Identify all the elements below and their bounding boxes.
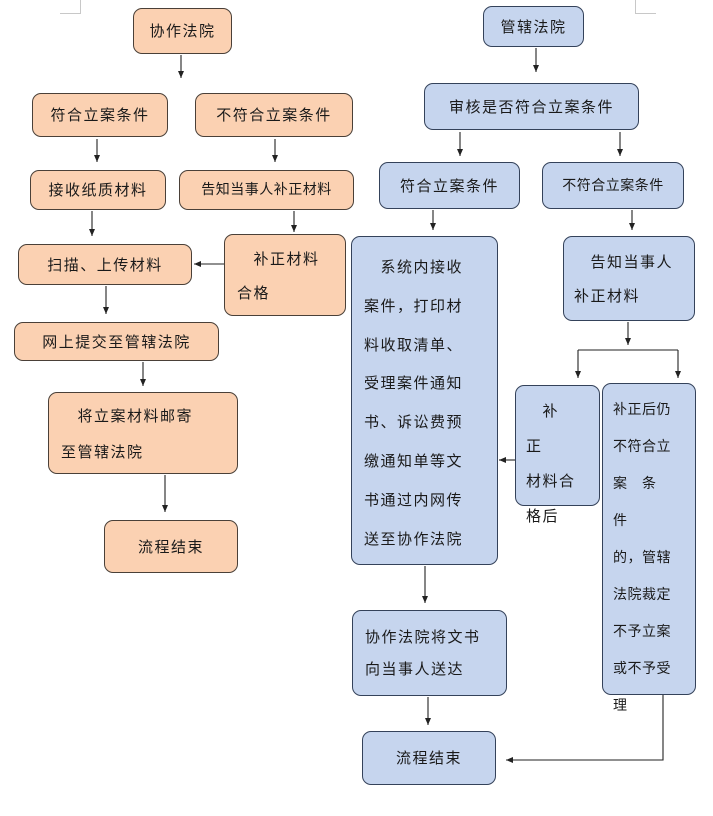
- node-right-system-receive-case: 系统内接收 案件，打印材 料收取清单、 受理案件通知 书、诉讼费预 缴通知单等文…: [351, 236, 498, 565]
- node-right-jurisdiction-court: 管辖法院: [483, 6, 584, 47]
- node-right-not-meets-conditions: 不符合立案条件: [542, 162, 684, 209]
- page-corner-mark-right: [635, 0, 656, 14]
- node-left-meets-conditions: 符合立案条件: [32, 93, 168, 137]
- node-right-meets-conditions: 符合立案条件: [379, 162, 520, 209]
- node-right-review-conditions: 审核是否符合立案条件: [424, 83, 639, 130]
- node-left-not-meets-conditions: 不符合立案条件: [195, 93, 353, 137]
- node-left-submit-online: 网上提交至管辖法院: [14, 322, 219, 361]
- node-right-supplement-qualified: 补 正 材料合 格后: [515, 385, 600, 525]
- arrow-r5b-r7: [506, 695, 664, 763]
- node-right-serve-documents: 协作法院将文书 向当事人送达: [352, 610, 507, 696]
- node-left-receive-paper: 接收纸质材料: [30, 170, 166, 210]
- node-right-process-end: 流程结束: [362, 731, 496, 785]
- node-left-scan-upload: 扫描、上传材料: [18, 244, 192, 285]
- node-left-notify-party: 告知当事人补正材料: [179, 170, 354, 210]
- node-left-supplement-qualified: 补正材料 合格: [224, 234, 346, 316]
- node-right-notify-party: 告知当事人 补正材料: [563, 236, 695, 321]
- page-corner-mark-left: [60, 0, 81, 14]
- node-left-process-end: 流程结束: [104, 520, 238, 573]
- node-left-mail-materials: 将立案材料邮寄 至管辖法院: [48, 392, 238, 474]
- node-left-cooperating-court: 协作法院: [133, 8, 232, 54]
- node-right-still-not-qualified: 补正后仍 不符合立 案 条 件 的，管辖 法院裁定 不予立案 或不予受 理: [602, 383, 696, 714]
